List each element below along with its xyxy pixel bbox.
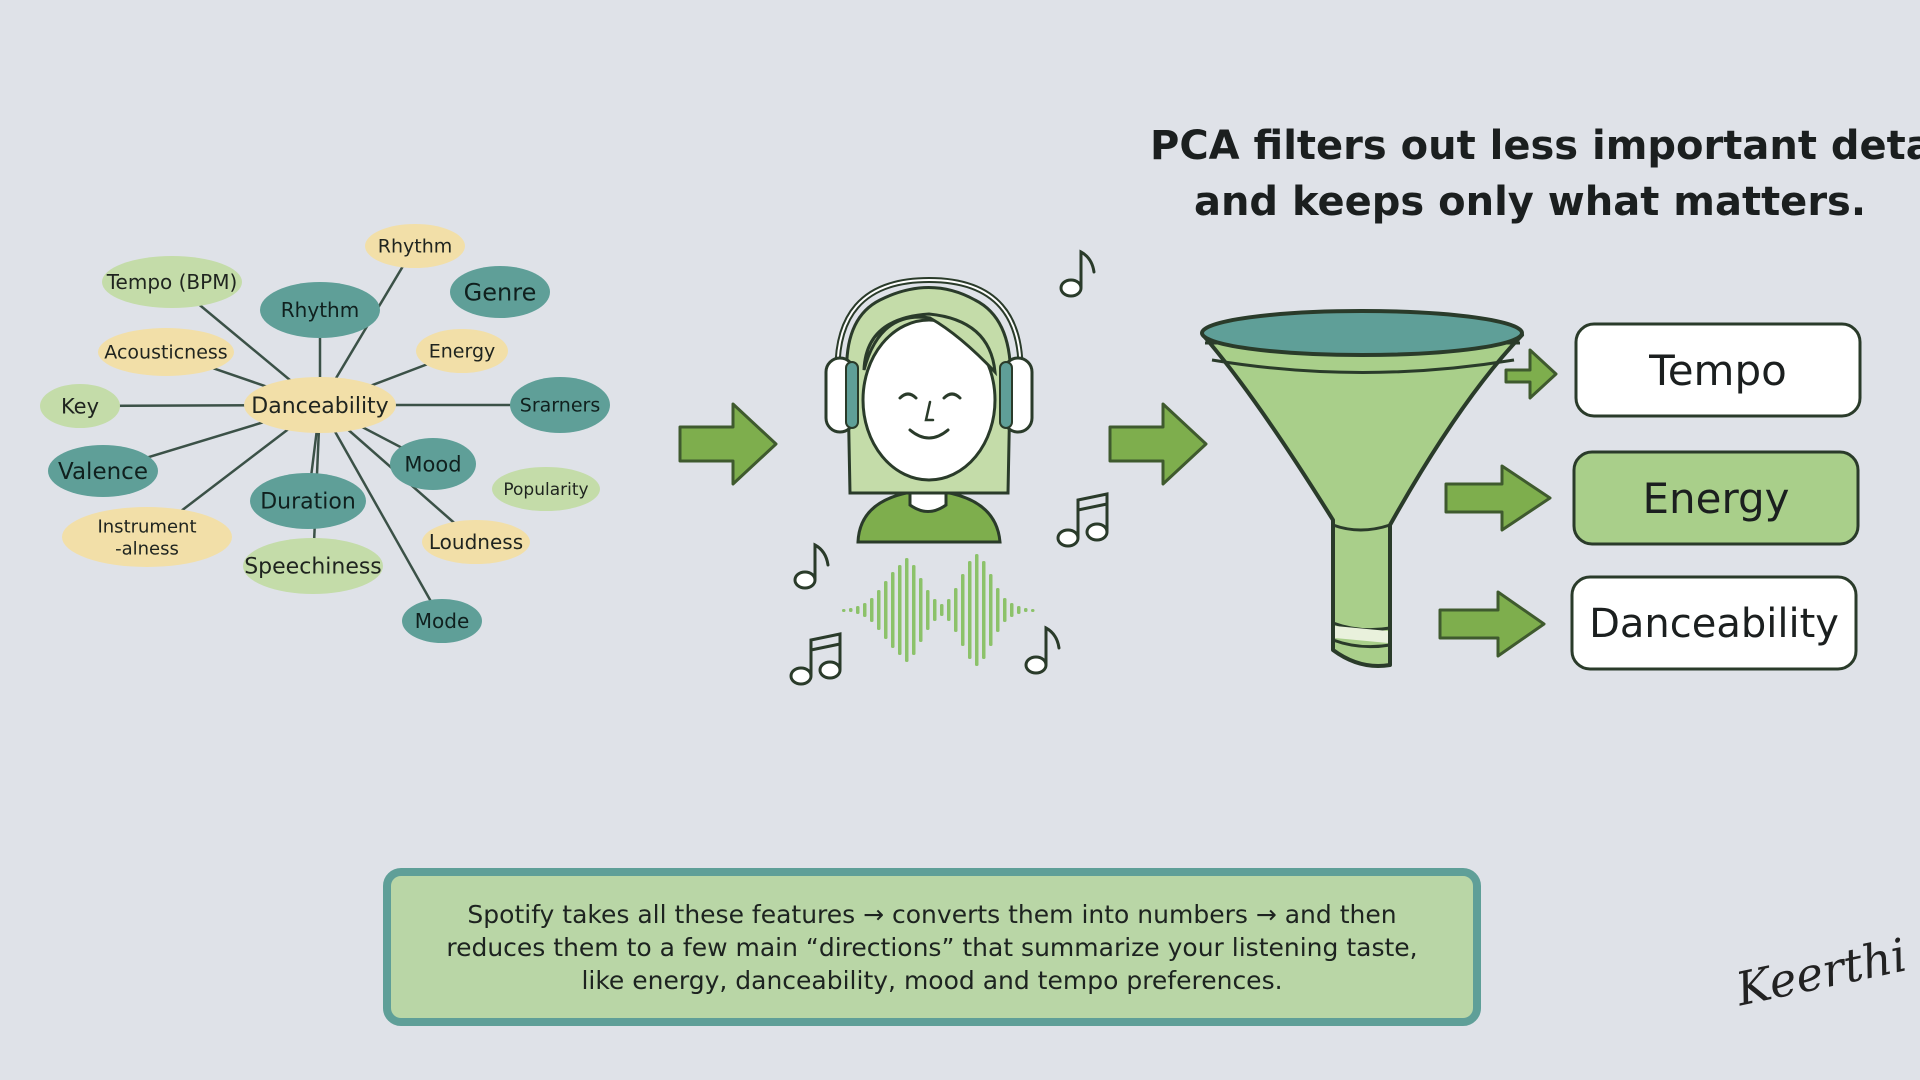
feature-label-speechiness: Speechiness — [244, 555, 382, 580]
sound-wave-bar — [905, 558, 909, 662]
sound-wave-bar — [982, 561, 986, 659]
sound-wave-bar — [961, 574, 965, 646]
music-note-icon — [1059, 249, 1096, 298]
funnel-icon — [1200, 309, 1524, 668]
feature-node-duration: Duration — [250, 473, 366, 529]
sound-wave-bar — [968, 561, 972, 659]
arrow-right-icon — [1108, 402, 1208, 486]
output-box-tempo: Tempo — [1574, 322, 1862, 418]
feature-label-duration: Duration — [260, 490, 356, 515]
sound-wave-bar — [863, 603, 867, 617]
caption-line-3: like energy, danceability, mood and temp… — [581, 965, 1283, 995]
output-box-energy: Energy — [1572, 450, 1860, 546]
caption-box: Spotify takes all these features → conve… — [383, 868, 1481, 1026]
feature-node-mood: Mood — [390, 438, 476, 490]
feature-node-genre: Genre — [450, 266, 550, 318]
feature-node-rhythm: Rhythm — [260, 282, 380, 338]
caption-line-1: Spotify takes all these features → conve… — [467, 899, 1397, 929]
sound-wave-bar — [842, 609, 846, 612]
arrow-right-icon — [1504, 348, 1558, 400]
feature-node-srarners: Srarners — [510, 377, 610, 433]
sound-wave-bar — [975, 554, 979, 666]
feature-node-center-danceability: Danceability — [244, 377, 396, 433]
sound-wave-bar — [912, 565, 916, 655]
feature-node-instrumentalness: Instrument-alness — [62, 507, 232, 567]
music-note-icon — [1056, 492, 1109, 548]
sound-wave-bar — [940, 604, 944, 616]
feature-label-valence: Valence — [58, 459, 148, 485]
arrow-right-icon — [678, 402, 778, 486]
feature-node-mode: Mode — [402, 599, 482, 643]
feature-node-acousticness: Acousticness — [98, 328, 234, 376]
feature-node-loudness: Loudness — [422, 520, 530, 564]
feature-map: Tempo (BPM)RhythmRhythmGenreAcousticness… — [40, 224, 610, 643]
feature-node-tempo-bpm: Tempo (BPM) — [102, 256, 242, 308]
sound-wave-bar — [870, 598, 874, 622]
feature-label-mood: Mood — [404, 452, 461, 476]
feature-label-instrumentalness: Instrument — [97, 516, 196, 537]
feature-label-loudness: Loudness — [429, 530, 523, 554]
feature-label-srarners: Srarners — [520, 395, 600, 417]
sound-wave-bar — [856, 606, 860, 614]
arrow-right-icon — [1438, 590, 1546, 658]
sound-wave-bar — [989, 574, 993, 646]
sound-wave-bar — [933, 599, 937, 621]
music-note-icon — [789, 632, 842, 686]
headline-line-1: PCA filters out less important details — [1150, 123, 1920, 169]
feature-label-mode: Mode — [415, 609, 470, 633]
sound-wave-icon — [842, 554, 1035, 666]
arrow-right-icon — [1444, 464, 1552, 532]
feature-node-rhythm-top: Rhythm — [365, 224, 465, 268]
feature-label-genre: Genre — [464, 278, 537, 306]
caption-line-2: reduces them to a few main “directions” … — [446, 932, 1418, 962]
feature-label-tempo-bpm: Tempo (BPM) — [106, 270, 238, 294]
sound-wave-bar — [919, 578, 923, 642]
sound-wave-bar — [1031, 609, 1035, 612]
output-label-energy: Energy — [1642, 474, 1789, 523]
feature-node-energy: Energy — [416, 329, 508, 373]
feature-node-popularity: Popularity — [492, 467, 600, 511]
headline: PCA filters out less important details a… — [1150, 118, 1920, 230]
output-label-danceability: Danceability — [1589, 601, 1839, 647]
sound-wave-bar — [1017, 606, 1021, 614]
feature-label-energy: Energy — [429, 341, 496, 363]
music-note-icon — [1024, 625, 1061, 675]
feature-label-popularity: Popularity — [503, 480, 588, 500]
sound-wave-bar — [1010, 603, 1014, 617]
feature-node-valence: Valence — [48, 445, 158, 497]
sound-wave-bar — [926, 590, 930, 630]
headline-line-2: and keeps only what matters. — [1193, 179, 1867, 225]
sound-wave-bar — [884, 581, 888, 639]
sound-wave-bar — [877, 590, 881, 630]
sound-wave-bar — [1003, 598, 1007, 622]
sound-wave-bar — [947, 599, 951, 621]
feature-node-key: Key — [40, 384, 120, 428]
feature-label-center: Danceability — [251, 394, 388, 419]
feature-label-acousticness: Acousticness — [104, 342, 227, 364]
output-label-tempo: Tempo — [1648, 346, 1787, 395]
output-box-danceability: Danceability — [1570, 575, 1858, 671]
sound-wave-bar — [996, 588, 1000, 632]
sound-wave-bar — [849, 608, 853, 612]
listener-avatar-icon — [845, 286, 1013, 544]
sound-wave-bar — [891, 572, 895, 648]
feature-node-speechiness: Speechiness — [243, 538, 383, 594]
feature-label-rhythm: Rhythm — [281, 298, 359, 322]
sound-wave-bar — [898, 565, 902, 655]
sound-wave-bar — [954, 588, 958, 632]
feature-label-key: Key — [61, 394, 99, 418]
sound-wave-bar — [1024, 608, 1028, 612]
feature-label-instrumentalness: -alness — [115, 538, 179, 559]
feature-label-rhythm-top: Rhythm — [378, 236, 453, 258]
headphones-icon — [824, 276, 1034, 434]
connector-mode — [318, 404, 444, 622]
music-note-icon — [793, 542, 830, 590]
